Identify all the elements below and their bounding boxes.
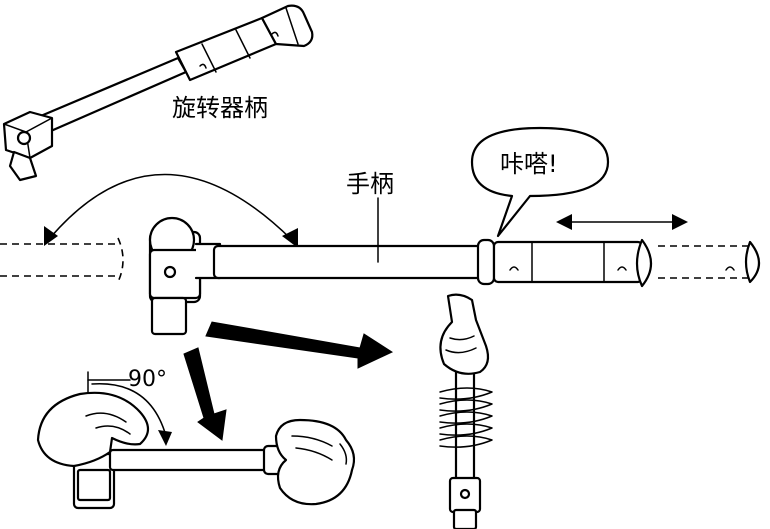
bottom-left-wrench: [36, 371, 356, 510]
speech-bubble: [470, 126, 610, 238]
label-click-sound: 咔嗒!: [500, 150, 558, 178]
vertical-wrench: [439, 293, 493, 529]
rotation-arrow: [44, 173, 298, 248]
arrow-right-down: [205, 321, 394, 369]
slide-arrow: [556, 214, 688, 230]
ghost-handle-right: [658, 240, 761, 284]
label-ratchet-handle: 旋转器柄: [172, 94, 268, 122]
main-wrench: [148, 197, 653, 336]
angled-wrench: [2, 4, 314, 182]
label-handle: 手柄: [346, 170, 394, 198]
arrow-down: [183, 347, 227, 441]
ghost-handle-left: [0, 237, 124, 283]
label-angle: 90°: [128, 367, 167, 392]
